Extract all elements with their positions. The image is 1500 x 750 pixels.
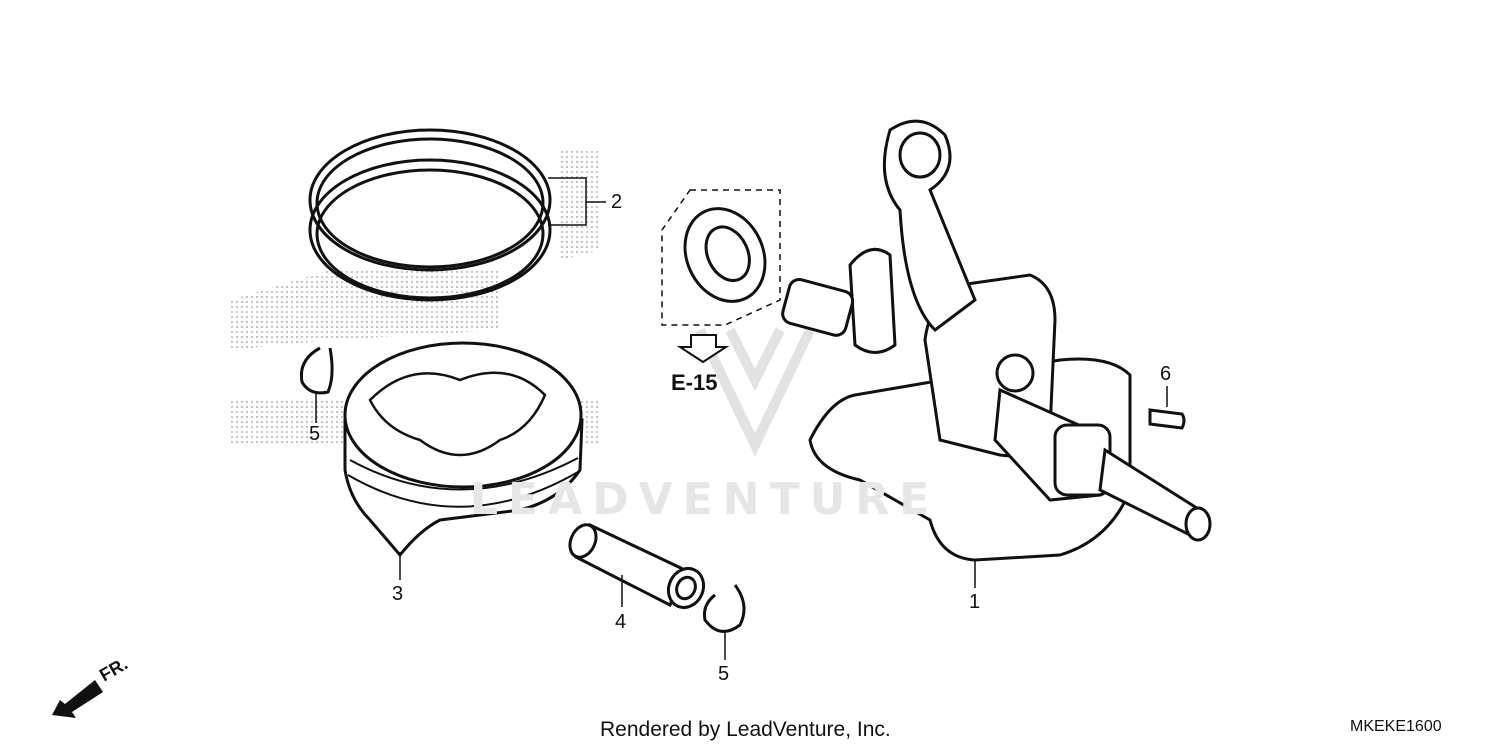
watermark-logo bbox=[695, 327, 815, 457]
piston-rings bbox=[308, 128, 552, 302]
piston-clip-right bbox=[703, 584, 746, 633]
callout-2: 2 bbox=[611, 191, 623, 213]
callout-5-right: 5 bbox=[718, 663, 730, 685]
piston-pin bbox=[568, 522, 706, 609]
callout-4: 4 bbox=[615, 611, 627, 633]
footer-credit: Rendered by LeadVenture, Inc. bbox=[600, 718, 891, 741]
piston-clip-left bbox=[299, 346, 334, 395]
woodruff-key bbox=[1148, 386, 1186, 430]
callout-3: 3 bbox=[392, 583, 404, 605]
front-arrow-icon bbox=[52, 680, 103, 718]
reference-bearing bbox=[661, 189, 781, 364]
callout-2-leader bbox=[548, 177, 606, 226]
callout-6: 6 bbox=[1160, 363, 1172, 385]
callout-1: 1 bbox=[969, 591, 981, 613]
callout-5-left: 5 bbox=[309, 423, 321, 445]
crankshaft bbox=[781, 119, 1212, 562]
diagram-code: MKEKE1600 bbox=[1350, 718, 1442, 735]
piston bbox=[343, 341, 584, 558]
watermark-text: LEADVENTURE bbox=[470, 474, 940, 525]
reference-label-e15: E-15 bbox=[671, 370, 718, 395]
